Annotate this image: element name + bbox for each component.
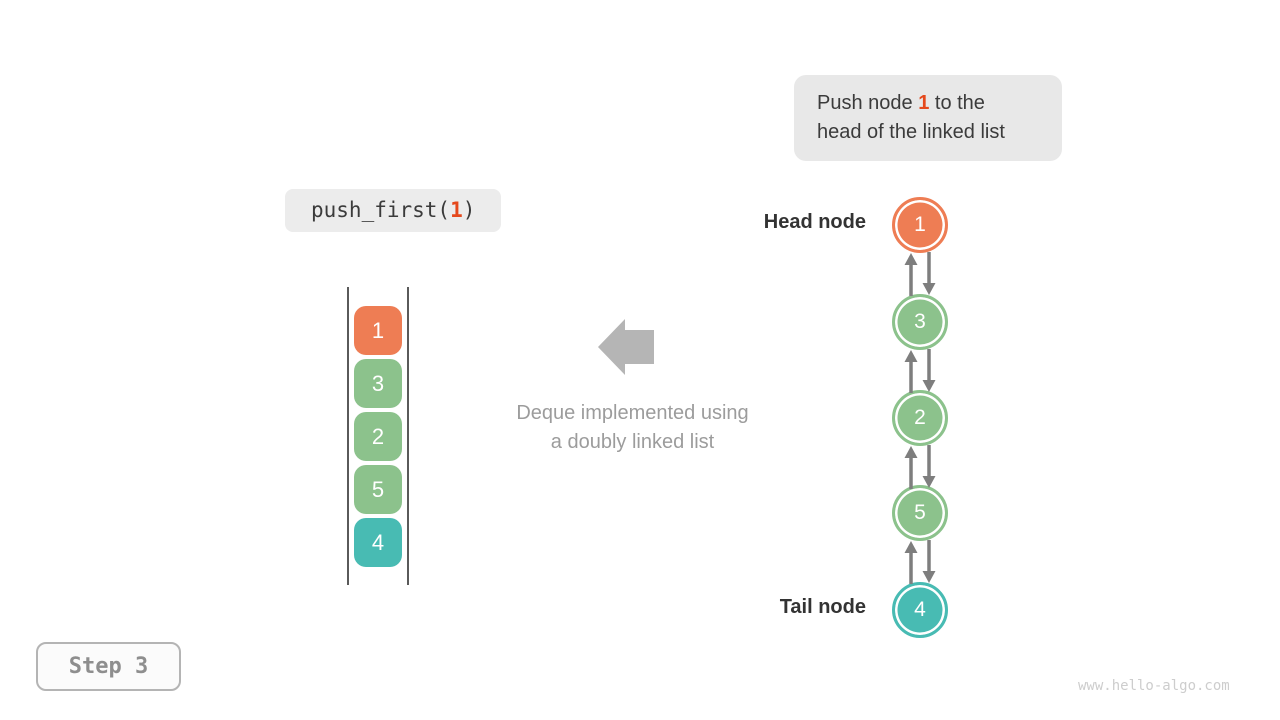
stack-cell: 1 bbox=[354, 306, 402, 355]
stack-cell: 4 bbox=[354, 518, 402, 567]
code-suffix: ) bbox=[462, 198, 476, 222]
head-node-label: Head node bbox=[763, 211, 866, 233]
hint-text: to the bbox=[929, 92, 985, 114]
double-arrow-icon bbox=[904, 252, 936, 296]
list-node: 5 bbox=[892, 485, 948, 541]
list-node: 2 bbox=[892, 390, 948, 446]
hint-line-2: head of the linked list bbox=[817, 121, 1005, 143]
list-node: 3 bbox=[892, 294, 948, 350]
caption: Deque implemented using a doubly linked … bbox=[470, 399, 795, 457]
stack-cell: 5 bbox=[354, 465, 402, 514]
stack-cell: 3 bbox=[354, 359, 402, 408]
code-prefix: push_first( bbox=[311, 198, 451, 222]
list-node: 1 bbox=[892, 197, 948, 253]
deque-stack: 1 3 2 5 4 bbox=[347, 287, 409, 585]
double-arrow-icon bbox=[904, 540, 936, 584]
stack-cell: 2 bbox=[354, 412, 402, 461]
double-arrow-icon bbox=[904, 349, 936, 393]
hint-text: Push node bbox=[817, 92, 919, 114]
step-badge: Step 3 bbox=[36, 642, 181, 691]
hint-line-1: Push node 1 to the bbox=[817, 89, 1062, 118]
caption-line-1: Deque implemented using bbox=[516, 402, 749, 424]
hello-algo-watermark: www.hello-algo.com bbox=[1078, 678, 1230, 694]
left-arrow-icon bbox=[598, 319, 654, 375]
code-accent-value: 1 bbox=[450, 198, 463, 222]
caption-line-2: a doubly linked list bbox=[550, 431, 715, 453]
list-node: 4 bbox=[892, 582, 948, 638]
double-arrow-icon bbox=[904, 445, 936, 489]
hint-accent-value: 1 bbox=[918, 92, 930, 114]
tail-node-label: Tail node bbox=[779, 596, 866, 618]
hint-box: Push node 1 to the head of the linked li… bbox=[794, 75, 1062, 161]
code-label: push_first(1) bbox=[285, 189, 502, 232]
